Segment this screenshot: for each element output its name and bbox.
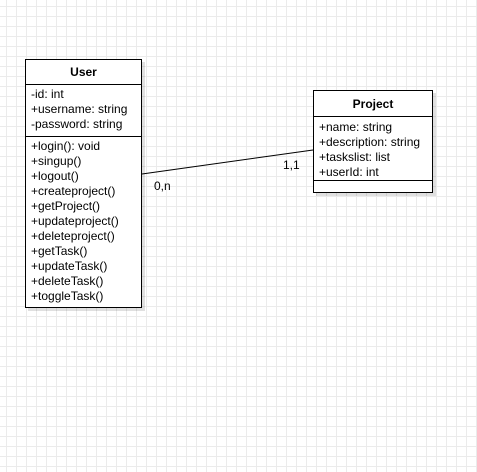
project-class-title: Project	[314, 91, 432, 117]
user-operation: +deleteTask()	[31, 274, 104, 288]
user-class-box[interactable]: User -id: int +username: string -passwor…	[25, 59, 142, 308]
user-attribute: -password: string	[31, 117, 123, 131]
user-attribute: +username: string	[31, 102, 128, 116]
user-operation: +singup()	[31, 154, 82, 168]
user-operation: +deleteproject()	[31, 229, 115, 243]
user-operation: +updateproject()	[31, 214, 119, 228]
project-attribute: +userId: int	[319, 165, 379, 179]
user-operations-section: +login(): void +singup() +logout() +crea…	[26, 136, 141, 306]
user-operation: +logout()	[31, 169, 79, 183]
user-operation: +createproject()	[31, 184, 116, 198]
user-operation: +login(): void	[31, 139, 101, 153]
project-class-box[interactable]: Project +name: string +description: stri…	[313, 90, 433, 193]
project-attribute: +taskslist: list	[319, 150, 391, 164]
user-attributes-section: -id: int +username: string -password: st…	[26, 85, 141, 136]
project-multiplicity-label: 1,1	[283, 158, 300, 172]
project-operations-section	[314, 180, 432, 192]
project-attributes-section: +name: string +description: string +task…	[314, 117, 432, 180]
user-operation: +getProject()	[31, 199, 101, 213]
user-operation: +getTask()	[31, 244, 88, 258]
user-operation: +toggleTask()	[31, 289, 104, 303]
user-class-title: User	[26, 60, 141, 85]
user-attribute: -id: int	[31, 87, 64, 101]
project-attribute: +description: string	[319, 135, 421, 149]
user-multiplicity-label: 0,n	[154, 179, 171, 193]
user-operation: +updateTask()	[31, 259, 108, 273]
project-attribute: +name: string	[319, 120, 393, 134]
